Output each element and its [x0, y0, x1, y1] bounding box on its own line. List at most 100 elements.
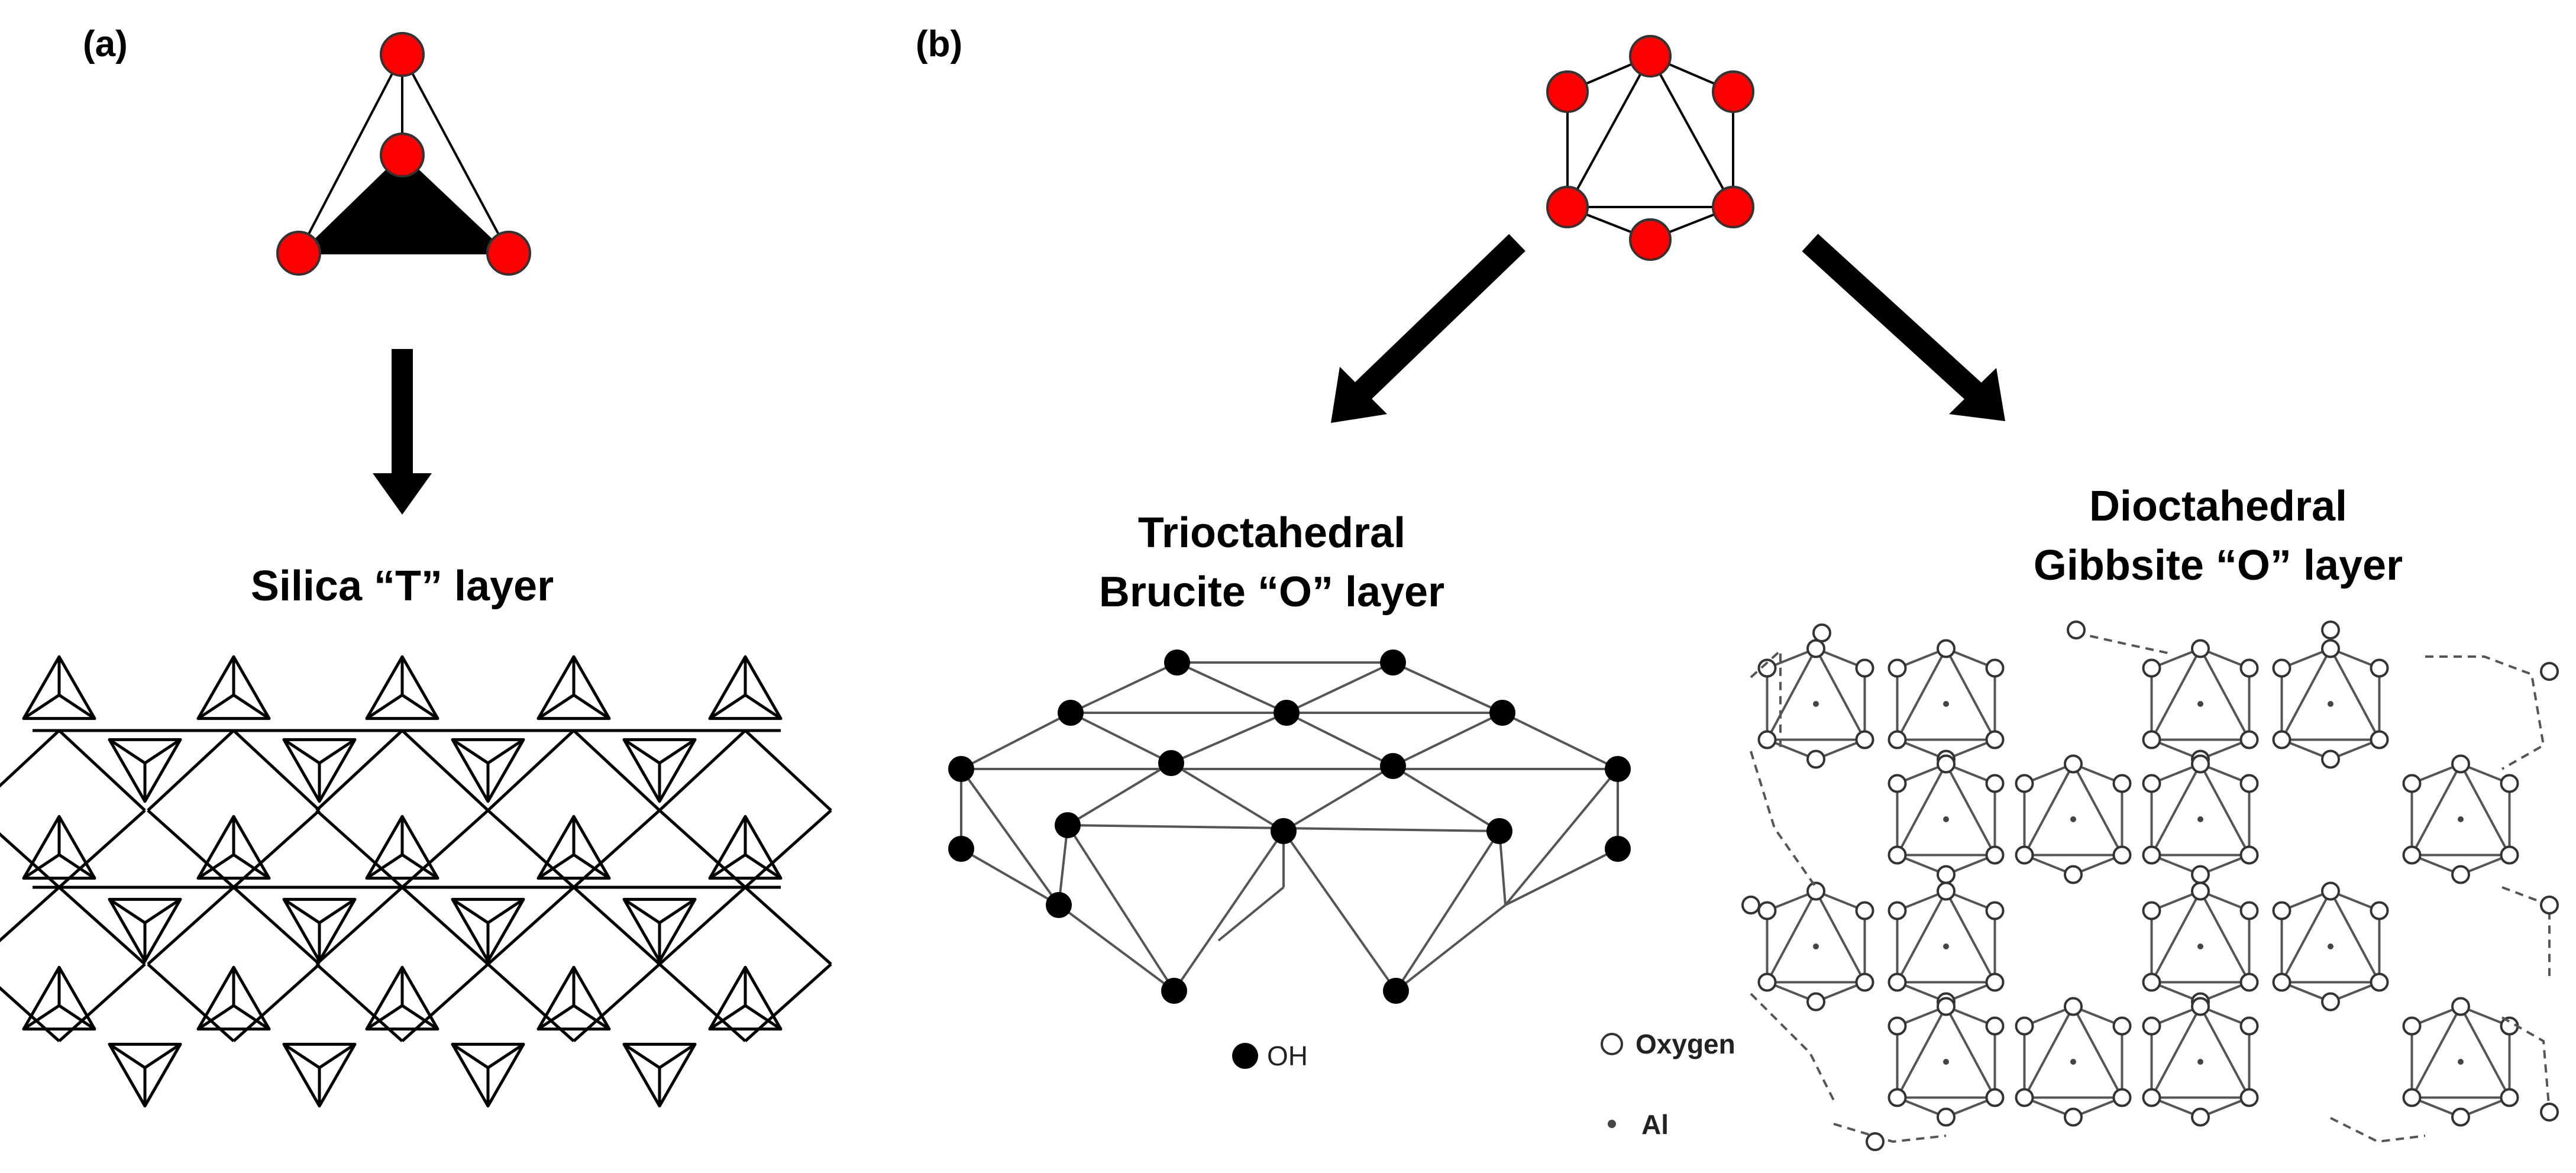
oxygen-legend-label: Oxygen: [1636, 1029, 1735, 1059]
al-atom: [2070, 816, 2076, 822]
silica-bond: [744, 729, 832, 812]
oxygen-atom: [1887, 972, 1907, 992]
oxygen-atom: [2191, 881, 2210, 901]
silica-bond: [487, 729, 575, 812]
oxygen-atom: [2272, 901, 2291, 920]
oxygen-atom: [2142, 845, 2161, 865]
silica-bond: [315, 729, 403, 812]
oh-atom: [1274, 700, 1300, 726]
silica-tetrahedron: [108, 1042, 182, 1108]
oh-atom: [1046, 892, 1072, 918]
oxygen-atom: [2015, 845, 2034, 865]
silica-tetrahedron: [196, 815, 271, 880]
oxygen-atom: [2402, 774, 2422, 793]
silica-bond: [401, 809, 489, 888]
oxygen-legend-marker: [1601, 1033, 1623, 1055]
oxygen-atom: [2402, 845, 2422, 865]
oxygen-atom: [1985, 730, 2005, 749]
silica-tetrahedron: [708, 815, 783, 880]
brucite-title-line2: Brucite “O” layer: [1099, 568, 1444, 616]
oxygen-atom: [1937, 754, 1956, 774]
oxygen-atom: [1741, 896, 1760, 915]
oxygen-atom: [2321, 639, 2340, 658]
dioctahedral-title-line1: Dioctahedral: [2089, 483, 2347, 530]
vacant-site-outline: [1750, 751, 1817, 888]
oxygen-atom: [2321, 881, 2340, 901]
oxygen-atom: [2451, 1107, 2470, 1127]
oxygen-atom-right: [486, 231, 531, 276]
oh-atom: [1055, 812, 1081, 838]
al-atom: [1813, 701, 1819, 707]
octahedron-face: [2150, 888, 2251, 984]
silica-bond: [58, 809, 146, 888]
silica-tetrahedron: [282, 897, 357, 963]
silica-bond: [58, 729, 146, 812]
oh-legend-label: OH: [1267, 1040, 1308, 1071]
silica-tetrahedron: [22, 965, 96, 1031]
octahedron-face: [1895, 646, 1997, 741]
oxygen-atom: [2064, 865, 2083, 884]
silica-tetrahedral-sheet: [0, 655, 832, 1108]
octahedron-face: [2280, 888, 2381, 984]
oxygen-atom: [1887, 730, 1907, 749]
silica-bond: [744, 809, 832, 888]
oh-legend-marker: [1232, 1043, 1258, 1069]
oxygen-atom: [2239, 972, 2259, 992]
oxygen-atom: [2321, 749, 2340, 769]
oxygen-atom: [2191, 865, 2210, 884]
silica-tetrahedron: [708, 655, 783, 720]
oxygen-atom: [1855, 972, 1874, 992]
gibbsite-title-line2: Gibbsite “O” layer: [2034, 542, 2403, 589]
oxygen-atom: [1887, 1016, 1907, 1036]
oxygen-atom: [2015, 1088, 2034, 1107]
al-atom: [2197, 943, 2203, 949]
oxygen-atom: [2112, 1088, 2132, 1107]
oxygen-atom: [2142, 972, 2161, 992]
oxygen-atom: [1806, 881, 1825, 901]
silica-tetrahedron: [282, 1042, 357, 1108]
oxygen-atom: [1546, 186, 1589, 228]
oxygen-atom: [2540, 662, 2559, 681]
oxygen-atom: [1985, 1088, 2005, 1107]
silica-tetrahedron: [22, 815, 96, 880]
oh-atom: [1383, 978, 1409, 1004]
oh-atom: [1158, 750, 1184, 776]
oxygen-atom: [2239, 774, 2259, 793]
silica-bond: [147, 886, 235, 965]
silica-tetrahedron: [451, 1042, 525, 1108]
arrow-left-icon: [1331, 234, 1525, 423]
oxygen-atom: [2064, 1107, 2083, 1127]
silica-bond: [315, 809, 403, 888]
oxygen-atom: [1712, 186, 1754, 228]
octahedron-face: [2022, 1004, 2124, 1099]
trioctahedral-title-line1: Trioctahedral: [1138, 509, 1405, 557]
oxygen-atom: [1887, 845, 1907, 865]
octahedron-face: [1895, 1004, 1997, 1099]
tetrahedron-edge: [401, 54, 510, 254]
oxygen-atom: [1985, 1016, 2005, 1036]
oh-legend: OH: [1232, 1040, 1308, 1071]
oxygen-atom: [1985, 658, 2005, 678]
octahedron-edge: [1566, 56, 1651, 208]
oxygen-atom: [1629, 218, 1672, 261]
oxygen-atom: [2239, 658, 2259, 678]
oxygen-atom: [2370, 730, 2389, 749]
oxygen-atom: [1866, 1132, 1885, 1151]
oxygen-atom: [2321, 621, 2340, 639]
silica-tetrahedron: [622, 897, 697, 963]
silica-bond: [573, 729, 661, 812]
oxygen-atom: [1887, 901, 1907, 920]
silica-tetrahedron: [536, 655, 611, 720]
oh-atom: [948, 836, 974, 862]
silica-bond: [147, 809, 235, 888]
silica-bond: [658, 809, 746, 888]
oxygen-atom: [2540, 896, 2559, 915]
oxygen-atom: [2064, 997, 2083, 1016]
al-atom: [1943, 816, 1949, 822]
oh-atom: [1380, 649, 1406, 676]
silica-bond: [232, 886, 321, 965]
oh-atom: [948, 756, 974, 782]
brucite-octahedral-network: [948, 649, 1631, 1004]
oxygen-atom: [1629, 35, 1672, 77]
oxygen-atom: [2370, 901, 2389, 920]
